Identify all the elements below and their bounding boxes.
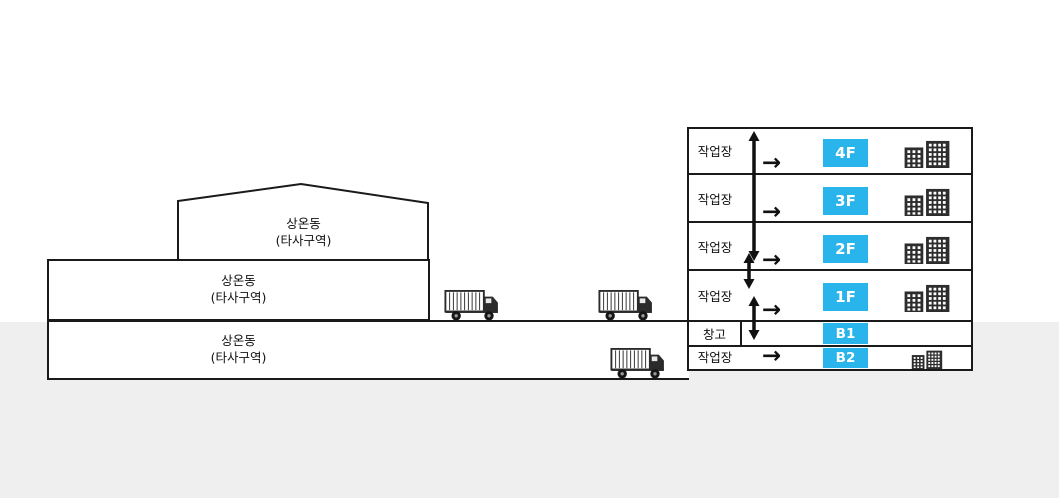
- elevator-arrow-4f-2f-icon: [748, 131, 760, 261]
- building-name: 상온동: [286, 216, 321, 231]
- floor-1f-label: 작업장: [697, 289, 733, 304]
- left-mid-building: 상온동 (타사구역): [47, 259, 430, 321]
- badge-2f: 2F: [823, 235, 868, 263]
- badge-4f: 4F: [823, 139, 868, 167]
- building-zone: (타사구역): [275, 232, 332, 248]
- flow-arrow-4f-icon: →: [762, 150, 782, 176]
- ground-line: [47, 320, 973, 322]
- floor-divider-3f-2f: [687, 221, 973, 223]
- floor-2f-label: 작업장: [697, 240, 733, 255]
- flow-arrow-b2-icon: →: [762, 343, 782, 369]
- left-lower-building: 상온동 (타사구역): [47, 320, 430, 380]
- floor-divider-2f-1f: [687, 269, 973, 271]
- flow-arrow-3f-icon: →: [762, 199, 782, 225]
- floor-3f-label: 작업장: [697, 192, 733, 207]
- elevator-arrow-1f-b1-icon: [748, 296, 760, 340]
- flow-arrow-2f-icon: →: [762, 247, 782, 273]
- building-icon-1f: [903, 284, 951, 312]
- flow-arrow-1f-icon: →: [762, 297, 782, 323]
- badge-b2: B2: [823, 348, 868, 368]
- floor-divider-b1-b2: [687, 345, 973, 347]
- building-icon-2f: [903, 236, 951, 264]
- floor-b2-label: 작업장: [697, 350, 733, 365]
- building-name: 상온동 (타사구역): [210, 273, 267, 305]
- truck-icon-ground-1: [444, 289, 504, 321]
- building-icon-3f: [903, 188, 951, 216]
- floor-b1-label: 창고: [702, 327, 726, 342]
- badge-3f: 3F: [823, 187, 868, 215]
- floor-divider-4f-3f: [687, 173, 973, 175]
- building-icon-b2: [905, 350, 949, 369]
- truck-icon-basement: [610, 347, 670, 379]
- truck-icon-ground-2: [598, 289, 658, 321]
- left-roof-building-outline: [177, 183, 429, 261]
- building-name: 상온동 (타사구역): [210, 333, 267, 365]
- elevator-arrow-2f-1f-icon: [743, 253, 755, 289]
- left-roof-building-label: 상온동 (타사구역): [177, 216, 430, 250]
- floor-b1-storage-box: 창고: [687, 320, 742, 347]
- building-icon-4f: [903, 140, 951, 168]
- floor-4f-label: 작업장: [697, 144, 733, 159]
- badge-b1: B1: [823, 323, 868, 344]
- badge-1f: 1F: [823, 283, 868, 311]
